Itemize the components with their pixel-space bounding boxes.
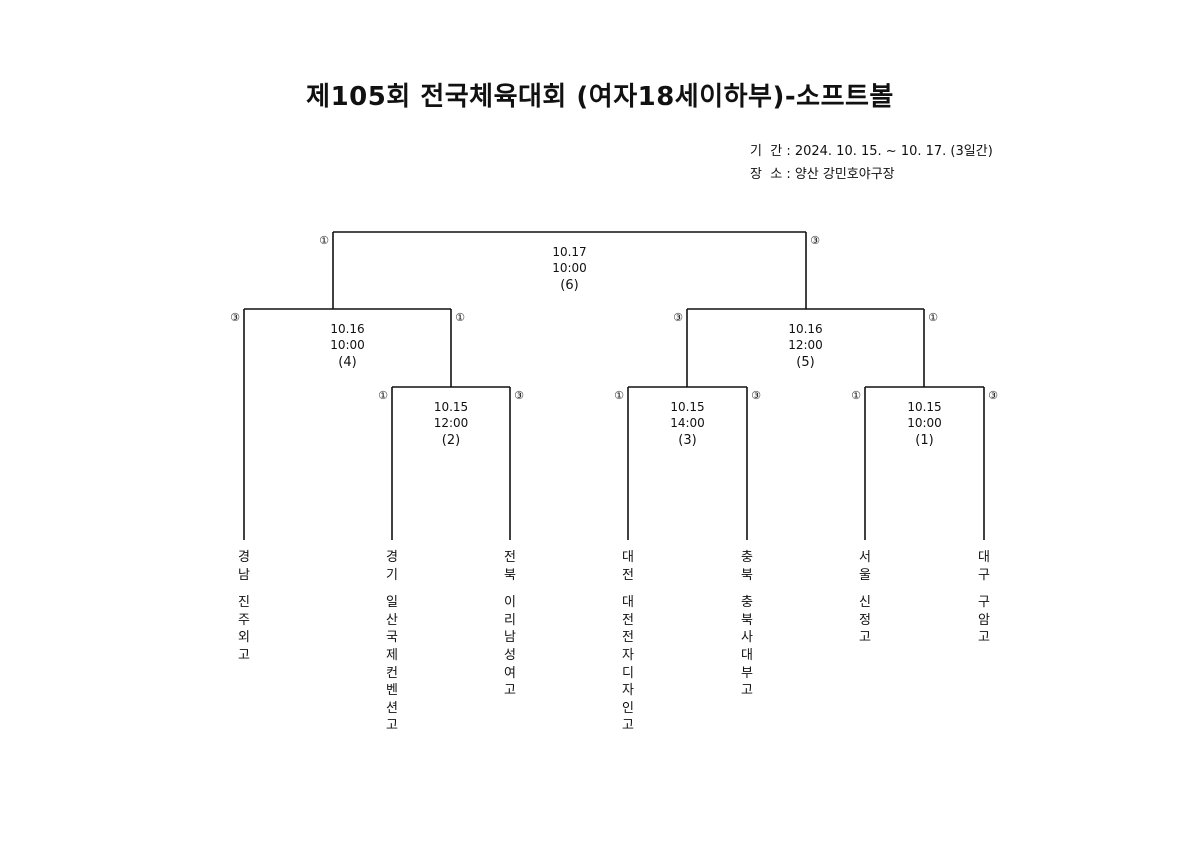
page-title: 제105회 전국체육대회 (여자18세이하부)-소프트볼 bbox=[306, 82, 894, 112]
match-date-m6: 10.17 bbox=[552, 245, 586, 259]
match-time-m1: 10:00 bbox=[907, 416, 942, 430]
match-date-m4: 10.16 bbox=[330, 322, 364, 336]
match-score-left-m1: ① bbox=[851, 389, 861, 402]
match-date-m5: 10.16 bbox=[788, 322, 822, 336]
match-time-m2: 12:00 bbox=[434, 416, 469, 430]
match-number-m2: (2) bbox=[442, 433, 460, 448]
match-number-m4: (4) bbox=[338, 355, 356, 370]
match-score-right-m6: ③ bbox=[810, 234, 820, 247]
match-number-m5: (5) bbox=[796, 355, 814, 370]
match-score-left-m4: ③ bbox=[230, 311, 240, 324]
match-score-left-m3: ① bbox=[614, 389, 624, 402]
match-time-m5: 12:00 bbox=[788, 338, 823, 352]
match-score-right-m5: ① bbox=[928, 311, 938, 324]
match-number-m3: (3) bbox=[678, 433, 696, 448]
match-time-m6: 10:00 bbox=[552, 261, 587, 275]
match-score-right-m1: ③ bbox=[988, 389, 998, 402]
match-score-left-m5: ③ bbox=[673, 311, 683, 324]
match-number-m1: (1) bbox=[915, 433, 933, 448]
venue-info: 장 소 : 양산 강민호야구장 bbox=[750, 167, 895, 182]
match-time-m3: 14:00 bbox=[670, 416, 705, 430]
match-date-m1: 10.15 bbox=[907, 400, 941, 414]
match-date-m3: 10.15 bbox=[670, 400, 704, 414]
match-score-right-m2: ③ bbox=[514, 389, 524, 402]
match-score-left-m2: ① bbox=[378, 389, 388, 402]
match-score-right-m4: ① bbox=[455, 311, 465, 324]
match-score-right-m3: ③ bbox=[751, 389, 761, 402]
match-score-left-m6: ① bbox=[319, 234, 329, 247]
match-number-m6: (6) bbox=[560, 278, 578, 293]
period-info: 기 간 : 2024. 10. 15. ~ 10. 17. (3일간) bbox=[750, 144, 993, 159]
match-time-m4: 10:00 bbox=[330, 338, 365, 352]
match-date-m2: 10.15 bbox=[434, 400, 468, 414]
